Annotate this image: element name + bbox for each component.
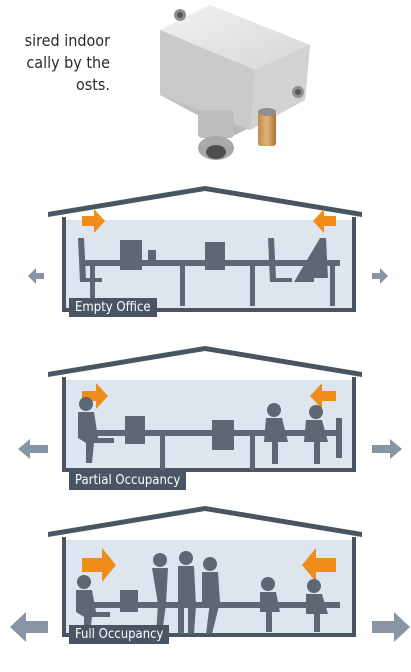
room-illustration bbox=[0, 338, 411, 498]
intro-line-3: osts. bbox=[0, 74, 110, 96]
panel-caption: Partial Occupancy bbox=[69, 471, 186, 490]
air-outflow-arrow-icon bbox=[10, 612, 48, 642]
panel-empty-office: Empty Office bbox=[0, 178, 411, 328]
intro-line-1: sired indoor bbox=[0, 30, 110, 52]
panel-full-occupancy: Full Occupancy bbox=[0, 498, 411, 672]
co2-sensor-image bbox=[140, 0, 325, 165]
room-illustration bbox=[0, 498, 411, 672]
air-outflow-arrow-icon bbox=[372, 612, 410, 642]
room-illustration bbox=[0, 178, 411, 328]
roof-icon bbox=[48, 346, 362, 377]
air-outflow-arrow-icon bbox=[28, 268, 44, 284]
roof-icon bbox=[48, 506, 362, 537]
air-outflow-arrow-icon bbox=[372, 439, 402, 459]
panel-partial-occupancy: Partial Occupancy bbox=[0, 338, 411, 498]
air-outflow-arrow-icon bbox=[372, 268, 388, 284]
air-outflow-arrow-icon bbox=[18, 439, 48, 459]
intro-line-2: cally by the bbox=[0, 52, 110, 74]
panel-caption: Full Occupancy bbox=[69, 625, 169, 644]
panel-caption: Empty Office bbox=[69, 298, 157, 317]
intro-text: sired indoor cally by the osts. bbox=[0, 30, 110, 96]
